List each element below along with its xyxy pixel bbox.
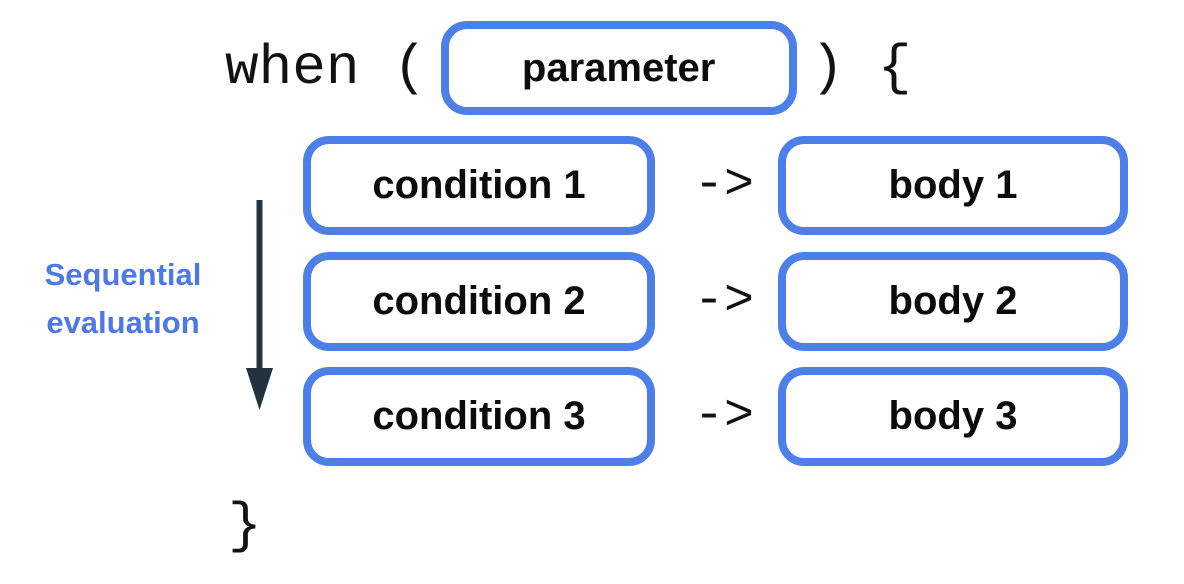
condition-2-label: condition 2 xyxy=(372,279,586,323)
sequential-evaluation-label: Sequential evaluation xyxy=(8,251,238,347)
body-2-label: body 2 xyxy=(888,279,1018,323)
sequential-evaluation-line2: evaluation xyxy=(46,305,200,340)
when-open-text: when ( xyxy=(225,36,427,100)
arrow-symbol-1: -> xyxy=(693,156,754,214)
downward-sequence-arrow-icon xyxy=(246,200,273,410)
parameter-box: parameter xyxy=(440,21,797,115)
when-header-line: when ( parameter ) { xyxy=(225,20,911,116)
body-box-1: body 1 xyxy=(778,136,1128,235)
close-paren-open-brace-text: ) { xyxy=(810,36,912,100)
condition-1-label: condition 1 xyxy=(372,163,586,207)
body-1-label: body 1 xyxy=(888,163,1018,207)
body-box-2: body 2 xyxy=(778,252,1128,351)
body-box-3: body 3 xyxy=(778,367,1128,466)
condition-box-2: condition 2 xyxy=(303,252,655,351)
arrow-symbol-2: -> xyxy=(693,272,754,330)
close-brace-text: } xyxy=(228,494,262,558)
condition-box-3: condition 3 xyxy=(303,367,655,466)
body-3-label: body 3 xyxy=(888,394,1018,438)
sequential-evaluation-line1: Sequential xyxy=(44,257,202,292)
condition-3-label: condition 3 xyxy=(372,394,586,438)
arrow-symbol-3: -> xyxy=(693,387,754,445)
parameter-label: parameter xyxy=(521,45,716,90)
condition-box-1: condition 1 xyxy=(303,136,655,235)
